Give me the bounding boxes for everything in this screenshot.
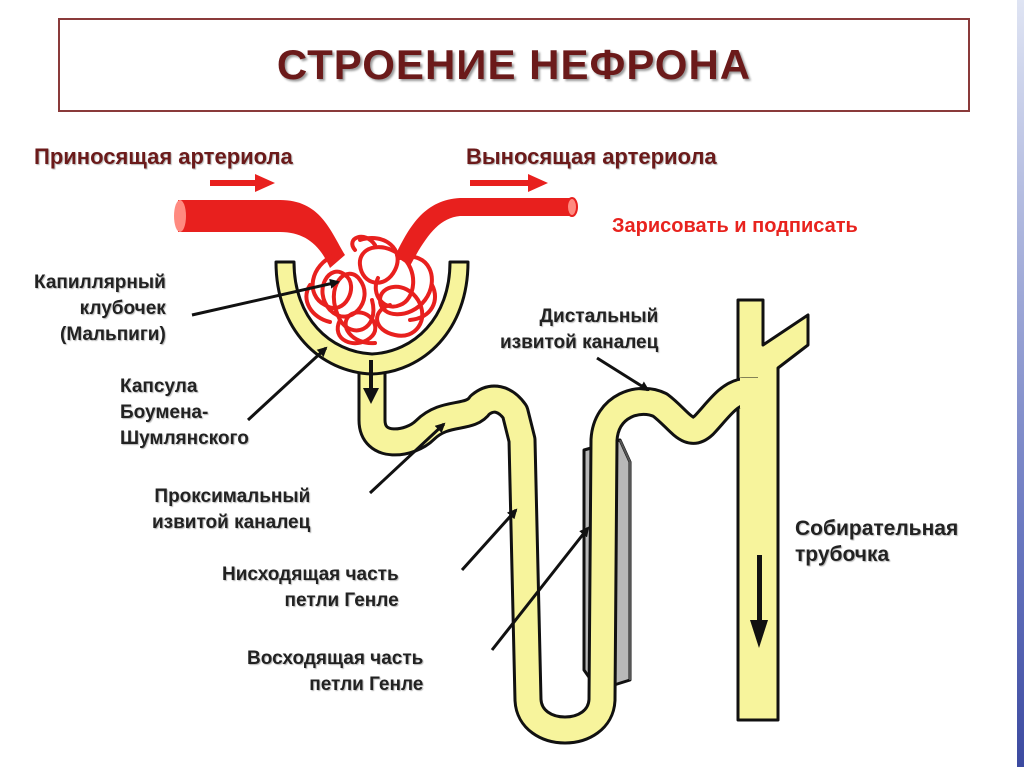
instruction-text: Зарисовать и подписать: [612, 215, 858, 237]
nephron-tubule: [357, 365, 758, 745]
pointer-distal: [596, 356, 650, 392]
slide-side-bar: [1017, 0, 1024, 767]
efferent-arteriole: [395, 197, 578, 266]
label-collecting-line: Собирательная: [795, 517, 959, 540]
flow-arrow-capsule: [363, 360, 379, 404]
label-collecting: Собирательная трубочка: [795, 516, 958, 568]
pointer-proximal: [368, 422, 446, 495]
pointer-capsule: [246, 346, 328, 422]
label-capsule: Капсула Боумена- Шумлянского: [120, 374, 249, 452]
label-glomerulus-line: Капиллярный: [34, 272, 166, 293]
label-capsule-line: Боумена-: [120, 402, 209, 423]
label-proximal-line: Проксимальный: [154, 486, 311, 507]
label-distal-line: извитой каналец: [500, 332, 659, 353]
pointer-descending: [460, 508, 518, 572]
label-descending: Нисходящая часть петли Генле: [222, 562, 399, 614]
label-proximal: Проксимальный извитой каналец: [152, 484, 310, 536]
label-afferent-arteriole: Приносящая артериола: [34, 144, 293, 169]
pointer-lines: [191, 278, 650, 651]
label-capsule-line: Капсула: [120, 376, 198, 397]
page-title: СТРОЕНИЕ НЕФРОНА: [276, 41, 752, 88]
pointer-ascending: [490, 526, 590, 651]
label-glomerulus: Капиллярный клубочек (Мальпиги): [34, 270, 166, 348]
label-glomerulus-line: (Мальпиги): [60, 324, 166, 345]
label-proximal-line: извитой каналец: [152, 512, 311, 533]
label-collecting-line: трубочка: [795, 543, 890, 566]
label-capsule-line: Шумлянского: [120, 428, 249, 449]
afferent-arteriole: [174, 200, 345, 268]
flow-arrow-collecting: [750, 555, 768, 648]
flow-arrow-in: [210, 174, 275, 192]
collecting-duct: [736, 298, 810, 722]
label-distal: Дистальный извитой каналец: [500, 304, 658, 356]
flow-arrow-out: [470, 174, 548, 192]
label-descending-line: петли Генле: [284, 590, 399, 611]
pointer-glomerulus: [191, 278, 340, 317]
label-ascending: Восходящая часть петли Генле: [247, 646, 423, 698]
label-ascending-line: Восходящая часть: [247, 648, 424, 669]
bowman-capsule: [274, 260, 776, 408]
label-ascending-line: петли Генле: [309, 674, 424, 695]
label-efferent-arteriole: Выносящая артериола: [466, 144, 717, 169]
label-descending-line: Нисходящая часть: [222, 564, 399, 585]
label-glomerulus-line: клубочек: [79, 298, 166, 319]
title-box: СТРОЕНИЕ НЕФРОНА: [58, 18, 970, 112]
label-distal-line: Дистальный: [539, 306, 659, 327]
